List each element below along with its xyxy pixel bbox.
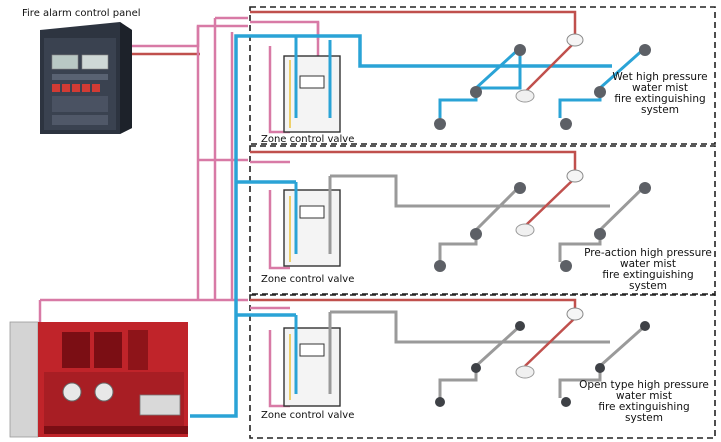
zone-control-valve-1	[283, 55, 341, 133]
system-label-2-line-1: Pre-action high pressure	[584, 247, 712, 259]
system-label-1-line-4: system	[641, 104, 679, 116]
valve-label-2: Zone control valve	[261, 274, 354, 285]
system-label-1-line-3: fire extinguishing	[614, 93, 705, 105]
nozzle	[515, 321, 525, 331]
system-label-3-line-2: water mist	[616, 390, 672, 402]
smoke-detector-1	[566, 33, 584, 47]
nozzle	[471, 363, 481, 373]
system-label-1-line-2: water mist	[632, 82, 688, 94]
nozzle	[434, 118, 446, 130]
nozzle	[435, 397, 445, 407]
valve-label-3: Zone control valve	[261, 410, 354, 421]
zone-control-valve-3	[283, 327, 341, 407]
smoke-detector-3	[566, 307, 584, 321]
nozzle	[560, 118, 572, 130]
heat-detector-1	[515, 89, 535, 103]
nozzle	[594, 228, 606, 240]
system-label-2-line-4: system	[629, 280, 667, 292]
signal-wires	[38, 10, 577, 408]
system-label-3-line-4: system	[625, 412, 663, 424]
nozzle	[470, 86, 482, 98]
nozzle	[639, 44, 651, 56]
zone-1: Zone control valve Wet high pressure wat…	[261, 33, 708, 145]
fire-alarm-control-panel	[40, 22, 132, 134]
nozzle	[434, 260, 446, 272]
zone-2: Zone control valve Pre-action high press…	[261, 169, 712, 292]
nozzle	[514, 182, 526, 194]
zone-border-1	[249, 6, 716, 145]
nozzle	[639, 182, 651, 194]
valve-label-1: Zone control valve	[261, 134, 354, 145]
nozzle	[561, 397, 571, 407]
nozzle	[514, 44, 526, 56]
system-label-3-line-3: fire extinguishing	[598, 401, 689, 413]
nozzle	[595, 363, 605, 373]
zone-border-3	[249, 294, 716, 439]
supply-pipe	[190, 34, 296, 418]
heat-detector-3	[515, 365, 535, 379]
system-label-2-line-3: fire extinguishing	[602, 269, 693, 281]
nozzle	[470, 228, 482, 240]
panel-label: Fire alarm control panel	[22, 8, 141, 19]
system-label-3-line-1: Open type high pressure	[579, 379, 709, 391]
zone-control-valve-2	[283, 189, 341, 267]
system-label-2-line-2: water mist	[620, 258, 676, 270]
zone-border-2	[249, 145, 716, 295]
smoke-detector-2	[566, 169, 584, 183]
nozzle	[640, 321, 650, 331]
heat-detector-2	[515, 223, 535, 237]
nozzle	[594, 86, 606, 98]
system-label-1-line-1: Wet high pressure	[612, 71, 707, 83]
nozzle	[560, 260, 572, 272]
zone-3: Zone control valve Open type high pressu…	[261, 307, 709, 424]
pump-unit	[9, 321, 188, 438]
